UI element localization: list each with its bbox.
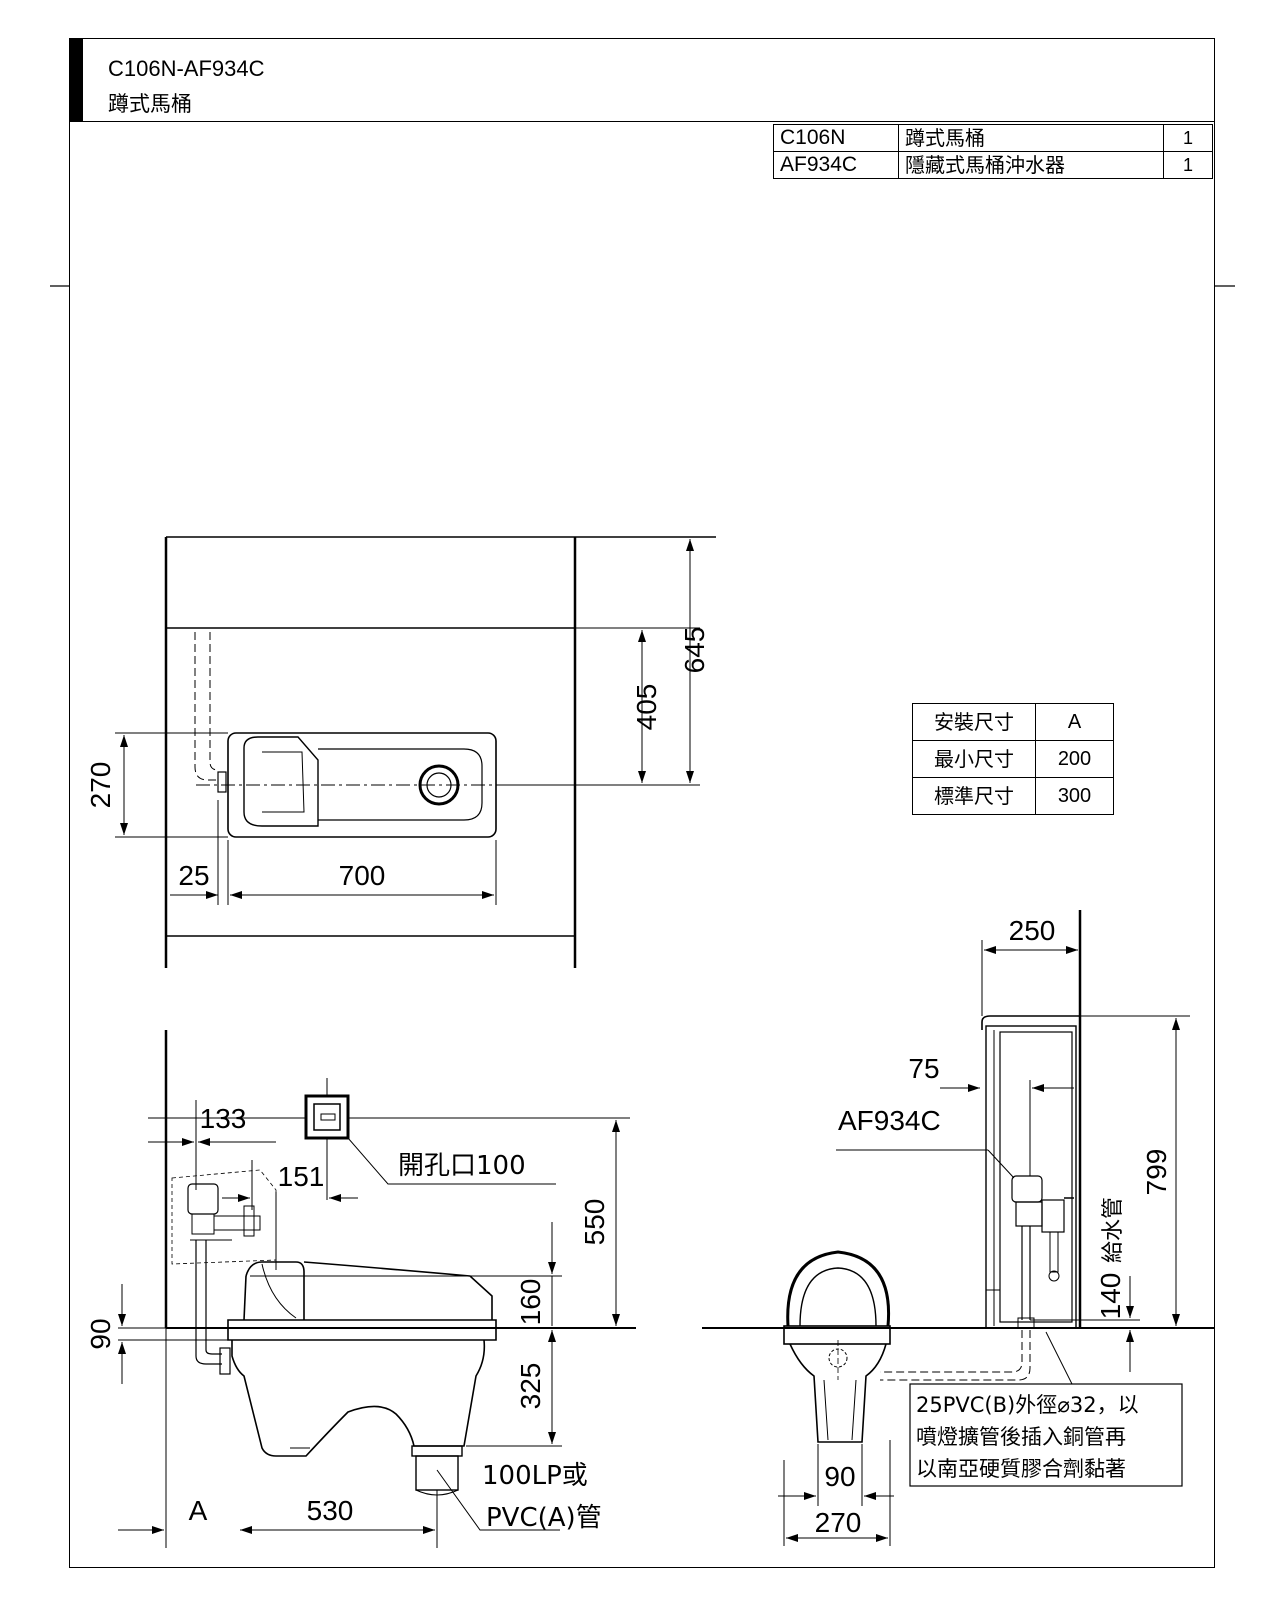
drain-label-2: PVC(A)管 — [486, 1503, 602, 1533]
dim-90-front: 90 — [85, 1318, 116, 1349]
size-header-row: 安裝尺寸 A — [912, 703, 1114, 741]
part-qty: 1 — [1163, 151, 1213, 179]
part-name: 隱藏式馬桶沖水器 — [898, 151, 1164, 179]
top-view — [115, 536, 716, 968]
side-view — [702, 910, 1214, 1546]
size-row: 最小尺寸 200 — [912, 740, 1114, 778]
model-code: C106N-AF934C — [108, 56, 265, 81]
flusher-label: AF934C — [838, 1105, 941, 1136]
dim-700: 700 — [339, 860, 386, 891]
pipe-note-line-2: 噴燈擴管後插入銅管再 — [916, 1425, 1126, 1449]
dim-133: 133 — [200, 1103, 247, 1134]
title-block — [69, 38, 1215, 122]
dim-151: 151 — [278, 1161, 325, 1192]
parts-list-table: C106N 蹲式馬桶 1 AF934C 隱藏式馬桶沖水器 1 — [773, 124, 1213, 179]
dim-A: A — [189, 1495, 208, 1526]
dim-160: 160 — [515, 1279, 546, 1326]
dim-270-side: 270 — [815, 1507, 862, 1538]
supply-pipe-label: 給水管 — [1101, 1197, 1126, 1263]
part-code: AF934C — [773, 151, 899, 179]
size-value: 200 — [1035, 740, 1114, 778]
dim-405: 405 — [631, 684, 662, 731]
size-row: 標準尺寸 300 — [912, 777, 1114, 815]
part-name: 蹲式馬桶 — [898, 124, 1164, 152]
drain-label-1: 100LP或 — [482, 1461, 588, 1491]
dim-799: 799 — [1141, 1149, 1172, 1196]
part-qty: 1 — [1163, 124, 1213, 152]
dim-270-top: 270 — [85, 762, 116, 809]
dim-530: 530 — [307, 1495, 354, 1526]
title-marker — [69, 38, 83, 122]
opening-label: 開孔口100 — [398, 1151, 526, 1181]
pipe-note-line-3: 以南亞硬質膠合劑黏著 — [916, 1457, 1126, 1481]
size-header-label: 安裝尺寸 — [912, 703, 1036, 741]
dim-645: 645 — [679, 627, 710, 674]
pipe-note-line-1: 25PVC(B)外徑⌀32，以 — [916, 1393, 1139, 1417]
dim-90-side: 90 — [824, 1461, 855, 1492]
install-size-table: 安裝尺寸 A 最小尺寸 200 標準尺寸 300 — [912, 703, 1114, 815]
dim-250: 250 — [1009, 915, 1056, 946]
dim-325: 325 — [515, 1363, 546, 1410]
parts-row: AF934C 隱藏式馬桶沖水器 1 — [773, 151, 1213, 179]
parts-row: C106N 蹲式馬桶 1 — [773, 124, 1213, 152]
size-label: 最小尺寸 — [912, 740, 1036, 778]
dim-140: 140 — [1095, 1273, 1126, 1320]
size-label: 標準尺寸 — [912, 777, 1036, 815]
dim-75: 75 — [908, 1053, 939, 1084]
dim-25: 25 — [178, 860, 209, 891]
size-value: 300 — [1035, 777, 1114, 815]
drawing-frame — [69, 38, 1215, 1568]
front-view — [118, 1030, 636, 1548]
product-name: 蹲式馬桶 — [108, 92, 192, 116]
dim-550: 550 — [579, 1199, 610, 1246]
